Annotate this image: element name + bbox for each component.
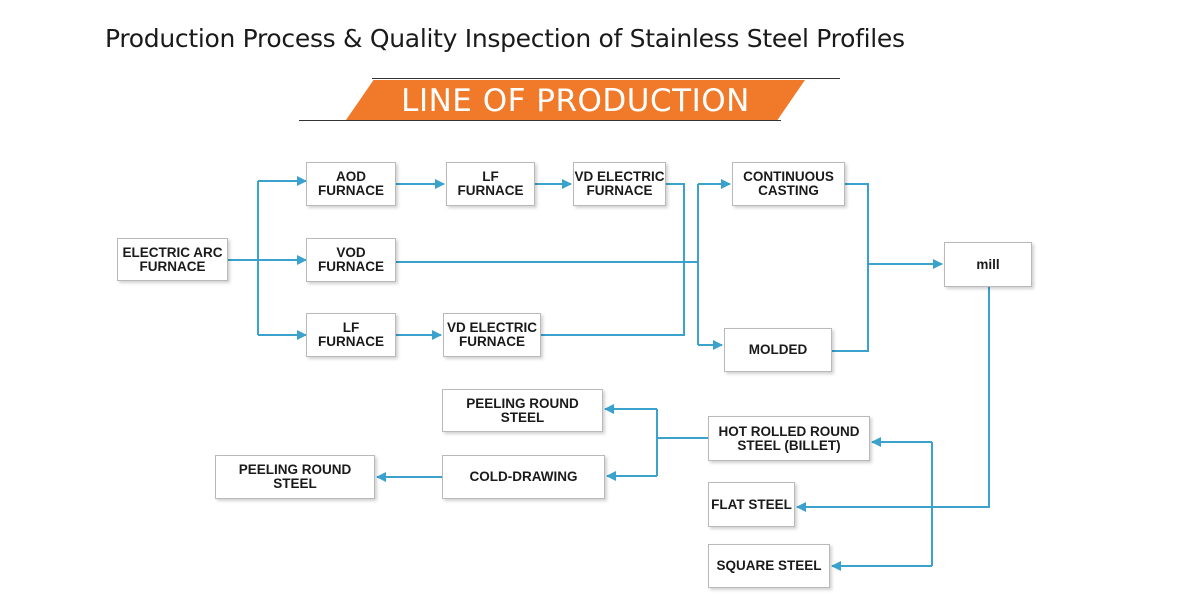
node-continuous-casting: CONTINUOUS CASTING: [732, 162, 845, 206]
node-vd-electric-furnace-top: VD ELECTRIC FURNACE: [573, 162, 666, 206]
banner-rule-top: [372, 78, 840, 79]
node-hot-rolled-round-steel: HOT ROLLED ROUND STEEL (BILLET): [708, 416, 870, 461]
page-title: Production Process & Quality Inspection …: [105, 24, 905, 53]
node-lf-furnace-bottom: LF FURNACE: [306, 313, 396, 357]
connector-casting-out: [832, 183, 869, 352]
connector-vd-top-out: [541, 183, 685, 336]
node-mill: mill: [944, 242, 1032, 287]
banner-shape: [346, 80, 805, 120]
node-cold-drawing: COLD-DRAWING: [442, 455, 605, 499]
node-vod-furnace: VOD FURNACE: [306, 238, 396, 282]
banner-title: LINE OF PRODUCTION: [401, 83, 750, 119]
node-peeling-round-steel-left: PEELING ROUND STEEL: [215, 455, 375, 499]
node-molded: MOLDED: [724, 328, 832, 372]
node-aod-furnace: AOD FURNACE: [306, 162, 396, 206]
node-square-steel: SQUARE STEEL: [708, 544, 830, 588]
node-lf-furnace-top: LF FURNACE: [446, 162, 535, 206]
node-electric-arc-furnace: ELECTRIC ARC FURNACE: [117, 238, 228, 281]
node-vd-electric-furnace-bottom: VD ELECTRIC FURNACE: [443, 313, 541, 357]
node-flat-steel: FLAT STEEL: [708, 482, 795, 527]
node-peeling-round-steel-top: PEELING ROUND STEEL: [442, 389, 603, 432]
connector-mill-to-flat: [796, 287, 990, 512]
banner-rule-bottom: [299, 120, 781, 121]
